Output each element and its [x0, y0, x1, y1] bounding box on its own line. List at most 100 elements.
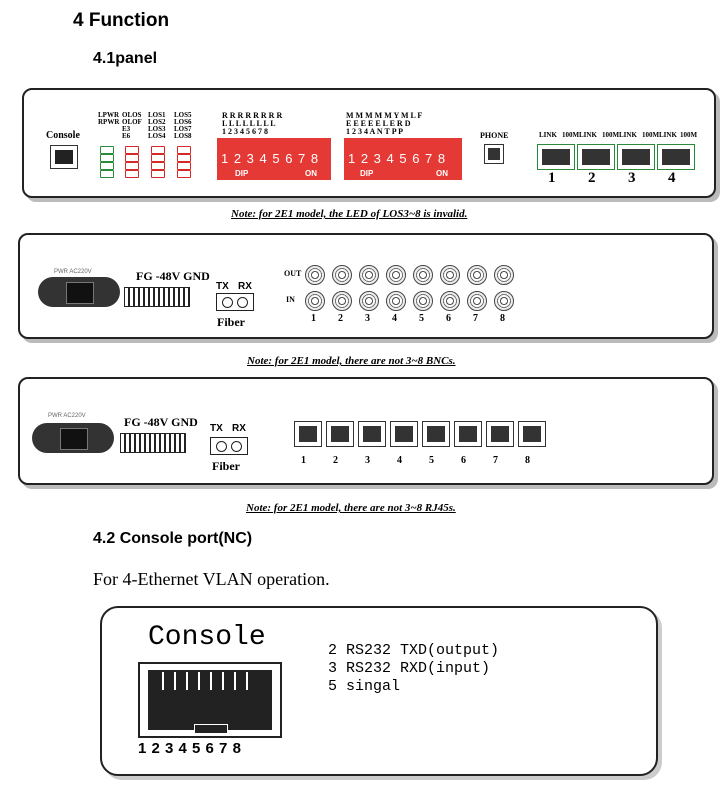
- led-indicator: [151, 162, 165, 170]
- rj45-port: [390, 421, 418, 447]
- console-port: [50, 145, 78, 169]
- bnc-out: [413, 265, 433, 285]
- bnc-out: [359, 265, 379, 285]
- rj45-port: [358, 421, 386, 447]
- bnc-number: 5: [419, 313, 424, 324]
- rj45-number: 7: [493, 455, 498, 466]
- dip-numbers: 1 2 3 4 5 6 7 8: [348, 151, 446, 166]
- pin2-description: 2 RS232 TXD(output): [328, 642, 500, 659]
- led-label-pwr: LPWR RPWR: [98, 111, 120, 126]
- eth-port-number: 3: [628, 170, 636, 186]
- eth-link-label: LINK: [579, 131, 597, 139]
- dip-switch-2[interactable]: 1 2 3 4 5 6 7 8 DIP ON: [344, 138, 462, 180]
- ethernet-port: [577, 144, 615, 170]
- bnc-number: 4: [392, 313, 397, 324]
- bnc-number: 8: [500, 313, 505, 324]
- rj45-number: 6: [461, 455, 466, 466]
- tx-label: TX: [210, 423, 223, 434]
- bnc-number: 3: [365, 313, 370, 324]
- dip-on-label: ON: [305, 169, 317, 178]
- terminal-block: [124, 287, 190, 307]
- led-indicator: [100, 162, 114, 170]
- pin3-description: 3 RS232 RXD(input): [328, 660, 491, 677]
- bnc-out: [440, 265, 460, 285]
- ethernet-port: [617, 144, 655, 170]
- bnc-out: [386, 265, 406, 285]
- intro-text: For 4-Ethernet VLAN operation.: [93, 569, 330, 589]
- eth-link-label: LINK: [619, 131, 637, 139]
- bnc-out: [467, 265, 487, 285]
- eth-link-label: LINK: [659, 131, 677, 139]
- rj45-number: 4: [397, 455, 402, 466]
- ethernet-port: [657, 144, 695, 170]
- bnc-in: [359, 291, 379, 311]
- rj45-number: 2: [333, 455, 338, 466]
- bnc-out: [332, 265, 352, 285]
- tx-label: TX: [216, 281, 229, 292]
- led-indicator: [151, 170, 165, 178]
- dip2-labels: M M M M M Y M L F E E E E E L E R D 1 2 …: [346, 111, 423, 136]
- rj45-number: 5: [429, 455, 434, 466]
- out-label: OUT: [284, 269, 302, 278]
- phone-port: [484, 144, 504, 164]
- dip-label: DIP: [235, 169, 249, 178]
- power-socket: [32, 423, 114, 453]
- note-bnc: Note: for 2E1 model, there are not 3~8 B…: [247, 355, 456, 367]
- eth-port-number: 4: [668, 170, 676, 186]
- front-panel: Console LPWR RPWR OLOS OLOF E3 E6 LOS1 L…: [22, 88, 716, 198]
- section-heading: 4 Function: [73, 10, 170, 31]
- console-rj45-port: [138, 662, 282, 738]
- led-indicator: [177, 154, 191, 162]
- rx-label: RX: [238, 281, 252, 292]
- eth-port-number: 2: [588, 170, 596, 186]
- rj45-port: [486, 421, 514, 447]
- power-socket: [38, 277, 120, 307]
- fg-label: FG -48V GND: [136, 269, 210, 283]
- led-indicator: [177, 162, 191, 170]
- console-pin-numbers: 1 2 3 4 5 6 7 8: [138, 740, 241, 757]
- console-title: Console: [148, 622, 266, 653]
- rj45-number: 8: [525, 455, 530, 466]
- dip-on-label: ON: [436, 169, 448, 178]
- dip-numbers: 1 2 3 4 5 6 7 8: [221, 151, 319, 166]
- bnc-in: [413, 291, 433, 311]
- fiber-label: Fiber: [217, 315, 245, 329]
- panel-heading: 4.1panel: [93, 50, 158, 67]
- bnc-in: [386, 291, 406, 311]
- bnc-in: [440, 291, 460, 311]
- fg-label: FG -48V GND: [124, 415, 198, 429]
- bnc-number: 7: [473, 313, 478, 324]
- note-leds: Note: for 2E1 model, the LED of LOS3~8 i…: [231, 208, 468, 220]
- eth-100m-label: 100M: [602, 131, 620, 139]
- power-label: PWR AC220V: [54, 269, 92, 275]
- led-indicator: [125, 146, 139, 154]
- console-heading: 4.2 Console port(NC): [93, 530, 253, 547]
- rx-label: RX: [232, 423, 246, 434]
- note-rj45: Note: for 2E1 model, there are not 3~8 R…: [246, 502, 456, 514]
- led-label-olos: OLOS OLOF E3 E6: [122, 111, 142, 140]
- rj45-port: [294, 421, 322, 447]
- rear-panel-rj45: PWR AC220V FG -48V GND TX RX Fiber 1 2 3…: [18, 377, 714, 485]
- rj45-number: 3: [365, 455, 370, 466]
- led-indicator: [100, 154, 114, 162]
- rear-panel-bnc: PWR AC220V FG -48V GND TX RX Fiber OUT I…: [18, 233, 714, 339]
- eth-100m-label: 100M: [642, 131, 660, 139]
- rj45-port: [326, 421, 354, 447]
- dip-label: DIP: [360, 169, 374, 178]
- eth-link-label: LINK: [539, 131, 557, 139]
- terminal-block: [120, 433, 186, 453]
- led-indicator: [177, 146, 191, 154]
- led-indicator: [100, 146, 114, 154]
- dip1-labels: R R R R R R R R L L L L L L L L 1 2 3 4 …: [222, 111, 283, 136]
- rj45-number: 1: [301, 455, 306, 466]
- dip-switch-1[interactable]: 1 2 3 4 5 6 7 8 DIP ON: [217, 138, 331, 180]
- led-indicator: [151, 146, 165, 154]
- bnc-out: [494, 265, 514, 285]
- fiber-label: Fiber: [212, 459, 240, 473]
- fiber-port: [210, 437, 248, 455]
- console-diagram: Console 1 2 3 4 5 6 7 8 2 RS232 TXD(outp…: [100, 606, 658, 776]
- phone-label: PHONE: [480, 131, 509, 140]
- ethernet-port: [537, 144, 575, 170]
- rj45-port: [422, 421, 450, 447]
- pin5-description: 5 singal: [328, 678, 401, 695]
